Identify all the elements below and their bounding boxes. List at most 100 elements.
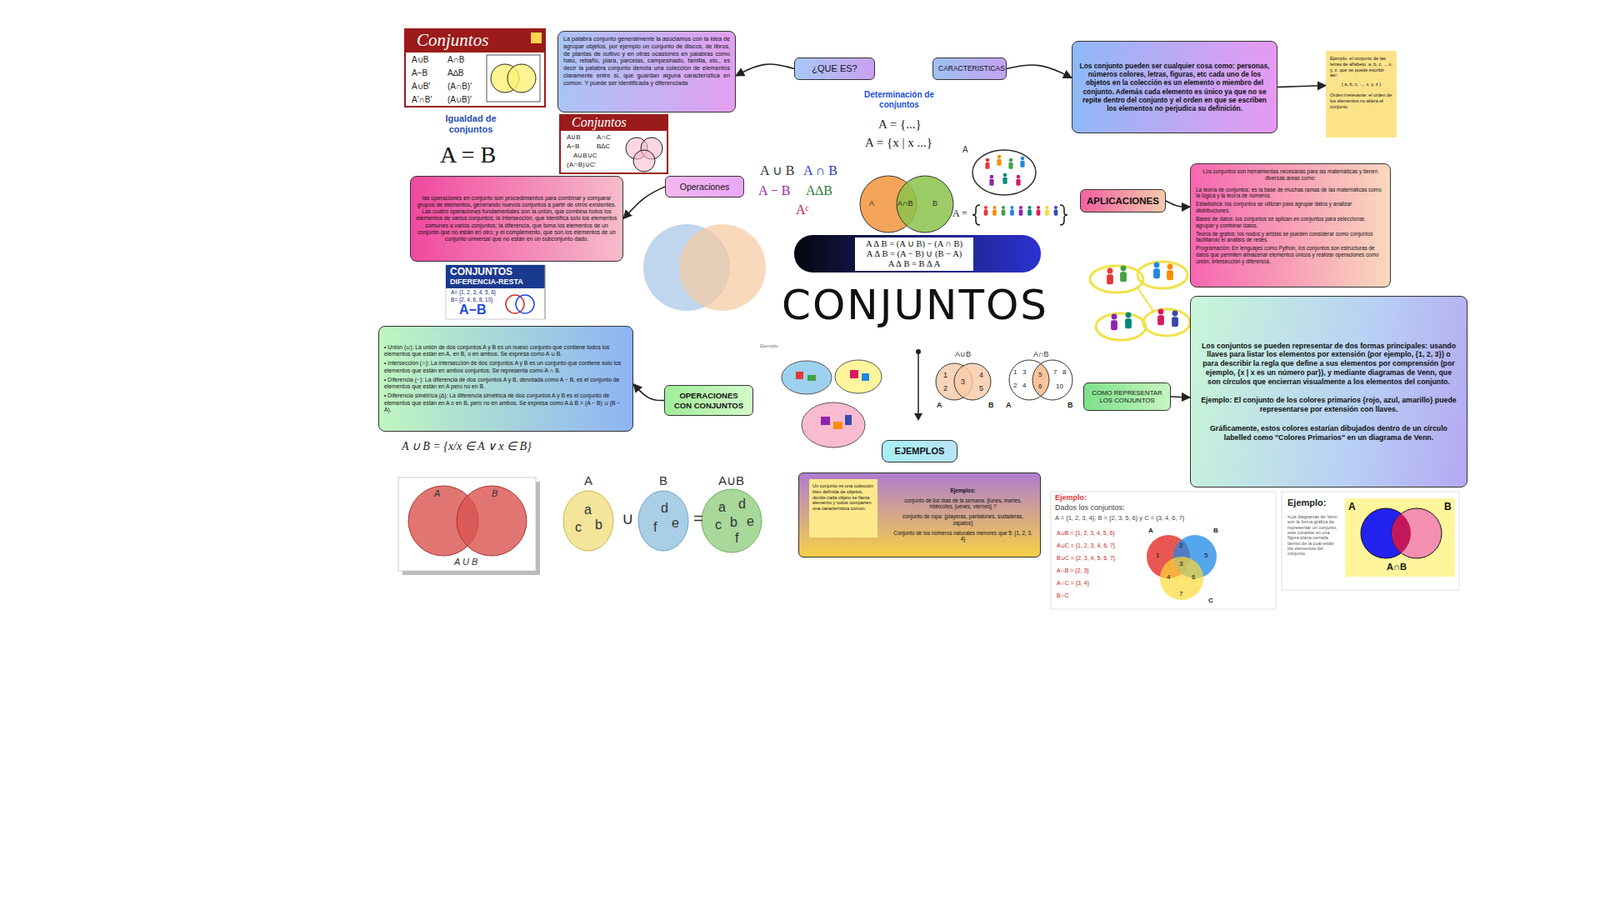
sticky-note: Un conjunto es una colección bien defini…	[809, 479, 878, 538]
diagram-label: 1	[1013, 368, 1017, 376]
diagram-label: (A∪B)'	[447, 95, 472, 105]
diagram-label: A∪B∪C	[573, 151, 597, 160]
person-icon	[1027, 205, 1031, 210]
node-text: CARACTERISTICAS	[938, 64, 1001, 73]
diagram-label: Determinación de conjuntos	[861, 90, 937, 110]
diagram-label: 1	[943, 370, 948, 380]
diagram-label: Ejemplo	[760, 343, 779, 350]
diagram-label: b	[730, 515, 738, 530]
diagram-label: A = {1, 2, 3, 4}; B = {2, 3, 5, 6} y C =…	[1055, 515, 1185, 523]
diagram-label: 10	[1055, 382, 1064, 390]
person-icon	[1001, 205, 1005, 210]
person-icon	[1120, 271, 1127, 282]
clothing-venn	[807, 375, 816, 381]
node-text: La teoría de conjuntos: es la base de mu…	[1195, 186, 1385, 200]
person-icon	[985, 162, 990, 170]
diagram-label: 7	[1053, 368, 1057, 376]
diagram-label: B	[659, 473, 668, 488]
clothing-venn	[835, 360, 882, 394]
diagram-label: 2	[1179, 541, 1183, 550]
formula-panel: A ∆ B = (A ∪ B) − (A ∩ B)A ∆ B = (A − B)…	[855, 237, 974, 271]
topic-pill: ¿QUE ES?	[794, 57, 875, 80]
formula-text: A ∆ B = (A ∪ B) − (A ∩ B)	[858, 239, 970, 250]
diagram-label: c	[575, 520, 582, 535]
intersection-example	[1391, 508, 1442, 559]
person-icon	[1010, 205, 1014, 210]
topic-pill: COMO REPRESENTAR LOS CONJUNTOS	[1083, 382, 1171, 411]
diagram-label: A	[1348, 501, 1356, 514]
diagram-label: Ejemplo:	[1287, 497, 1326, 509]
diagram-label: DIFERENCIA-RESTA	[450, 277, 524, 286]
person-icon	[1166, 270, 1174, 280]
difference-image	[445, 265, 545, 320]
node-text: COMO REPRESENTAR LOS CONJUNTOS	[1089, 389, 1165, 405]
union-photo	[456, 485, 527, 556]
definition-box: La palabra conjunto generalmente la asoc…	[557, 30, 736, 113]
person-icon	[1157, 315, 1165, 325]
person-icon	[1002, 177, 1007, 185]
diagram-label: B∩C	[1056, 592, 1070, 600]
node-text: Bases de datos: los conjuntos se aplican…	[1195, 215, 1385, 230]
people-rings	[1095, 313, 1146, 340]
diagram-label: A∪B'	[411, 81, 430, 92]
diagram-label: Conjuntos	[571, 115, 627, 130]
diagram-label: B	[932, 199, 938, 208]
letter-venn	[563, 489, 762, 553]
clothing-venn	[850, 370, 859, 379]
person-icon	[1125, 312, 1132, 319]
person-icon	[1036, 205, 1040, 210]
operations-box: las operaciones en conjunto son procedim…	[410, 175, 624, 262]
person-icon	[1045, 205, 1049, 210]
down-arrow	[917, 351, 920, 415]
diagram-label: C	[1208, 596, 1214, 605]
person-icon	[1020, 160, 1025, 168]
node-text: Operaciones	[670, 181, 739, 193]
person-icon	[992, 210, 997, 216]
person-icon	[1015, 179, 1020, 186]
diagram-label: 5	[1204, 551, 1208, 560]
diagram-label: 8	[1062, 368, 1066, 376]
person-icon	[1106, 274, 1114, 285]
person-icon	[984, 205, 988, 210]
person-icon	[1008, 162, 1013, 170]
diagram-label: B= {2, 4, 6, 8, 10}	[450, 296, 493, 303]
node-text: Conjunto de los números naturales menore…	[892, 530, 1034, 543]
node-text: conjunto de los días de la semana: {lune…	[892, 497, 1034, 510]
person-icon	[1003, 173, 1008, 178]
diagram-label: A∪B	[566, 133, 581, 141]
clothing-venn	[781, 360, 882, 448]
map-title: CONJUNTOS	[781, 281, 1049, 330]
diagram-label: 6	[1191, 573, 1195, 581]
person-icon	[1158, 309, 1165, 315]
node-text: Teoría de grafos: los nodos y aristas se…	[1195, 230, 1385, 245]
formula-text: A ∆ B = B ∆ A	[858, 259, 970, 270]
diagram-label: B	[988, 400, 995, 410]
diagram-label: •Los diagramas de Venn son la forma gráf…	[1287, 514, 1340, 557]
diagram-label: A∪B	[411, 55, 429, 65]
diagram-label: A = {...}	[878, 117, 922, 132]
operations-table-image	[530, 32, 542, 44]
diagram-label: 6	[1038, 382, 1042, 390]
operations-table-image	[405, 29, 545, 53]
diagram-label: A−B	[411, 68, 428, 79]
diagram-label: A∪B = {1, 2, 3, 4, 5, 6}	[1056, 530, 1115, 537]
diagram-label: 5	[979, 384, 984, 393]
person-icon	[1054, 210, 1059, 216]
person-icon	[1120, 265, 1127, 272]
diagram-label: B	[1067, 400, 1074, 410]
node-text: { a, b, c, ..., x, y, z }	[1330, 81, 1393, 88]
clothing-venn	[795, 371, 804, 380]
diagram-label: Ejemplo:	[1055, 493, 1087, 502]
diagram-label: 4	[979, 370, 984, 380]
diagram-label: A ∪ B	[760, 163, 795, 179]
node-text: Estadística: los conjuntos se utilizan p…	[1195, 200, 1385, 215]
diagram-label: B∆C	[596, 142, 610, 150]
operations-venn	[643, 224, 766, 311]
connector	[1170, 395, 1190, 398]
three-set-example	[1050, 491, 1276, 610]
diagram-label: B	[1444, 501, 1452, 514]
node-text: Orden irrelevante: el orden de los eleme…	[1330, 92, 1393, 110]
diagram-label: d	[738, 496, 746, 512]
difference-image	[445, 265, 545, 320]
people-set	[972, 205, 980, 225]
